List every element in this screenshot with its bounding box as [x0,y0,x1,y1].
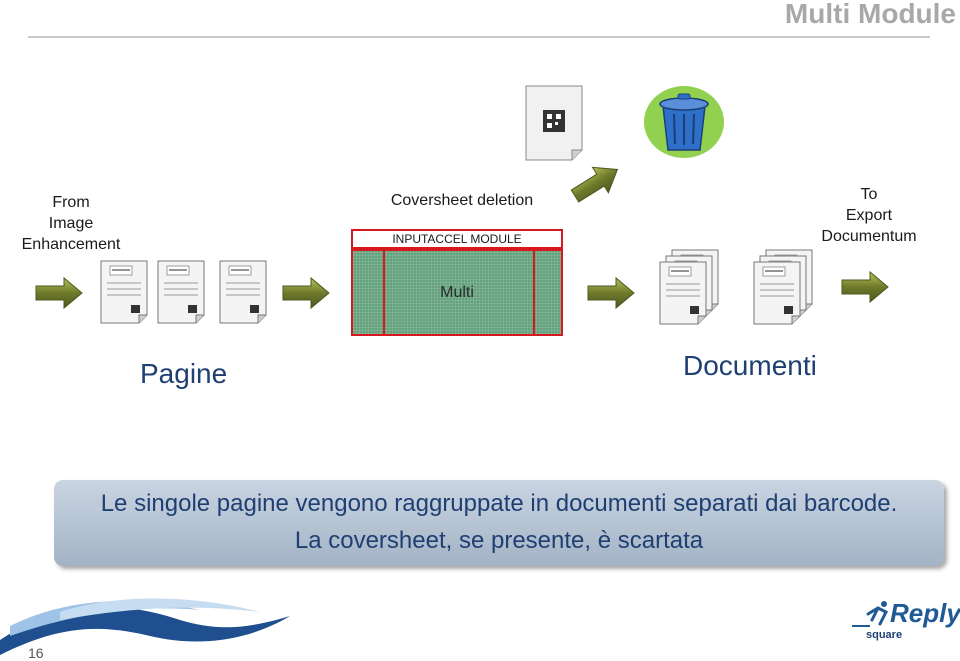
coversheet-page-icon [525,85,583,161]
to-line-2: Export [845,207,893,224]
reply-logo-text: Reply [890,598,960,628]
document-stack-2 [753,249,813,325]
page-icon-2 [157,260,205,324]
arrow-output [841,271,889,303]
pagine-label: Pagine [140,358,228,389]
arrow-from-module [587,277,635,309]
page-title: Multi Module [784,0,956,29]
page-icon-3 [219,260,267,324]
to-line-1: To [860,186,878,203]
reply-logo-icon [852,601,889,627]
module-label: INPUTACCEL MODULE [351,229,563,249]
multi-label: Multi [440,284,474,301]
banner-line-1: Le singole pagine vengono raggruppate in… [100,490,898,517]
reply-logo-sub: square [866,629,903,641]
trash-icon [644,86,724,158]
from-label: From Image Enhancement [14,192,128,255]
banner-line-2: La coversheet, se presente, è scartata [294,527,704,554]
documenti-label: Documenti [683,350,817,381]
footer-swoosh [0,598,290,655]
title-rule [28,36,930,38]
to-line-3: Documentum [821,228,917,245]
from-line-2: Image [48,215,94,232]
page-number: 16 [28,645,44,661]
from-line-3: Enhancement [21,236,121,253]
arrow-input [35,277,83,309]
from-line-1: From [52,194,90,211]
arrow-to-trash [570,166,619,203]
page-icon-1 [100,260,148,324]
to-label: To Export Documentum [800,184,938,247]
arrow-to-module [282,277,330,309]
coversheet-label: Coversheet deletion [390,192,534,209]
document-stack-1 [659,249,719,325]
summary-banner [54,480,944,566]
multi-module-box [351,249,563,336]
